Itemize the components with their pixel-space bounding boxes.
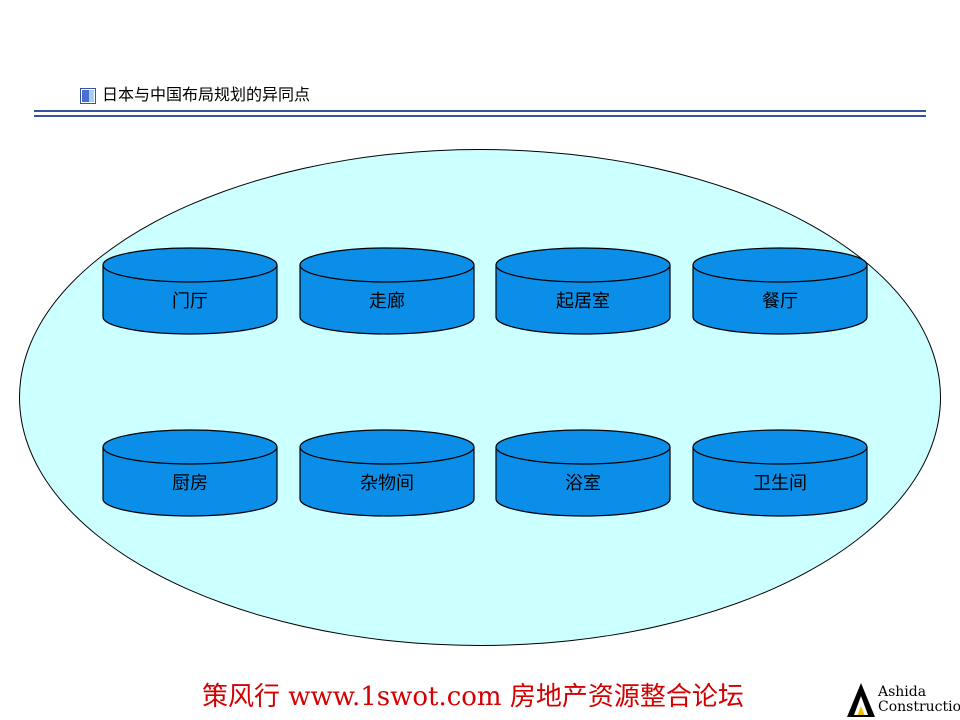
room-label: 厨房 xyxy=(172,473,208,494)
room-label: 走廊 xyxy=(369,291,405,312)
footer-banner: 策风行 www.1swot.com 房地产资源整合论坛 xyxy=(202,682,744,712)
cylinder-shape xyxy=(299,429,475,517)
cylinder-shape xyxy=(692,429,868,517)
layout-ellipse xyxy=(19,149,941,646)
room-label: 卫生间 xyxy=(753,473,807,494)
room-label: 杂物间 xyxy=(360,473,414,494)
logo-text-line2: Construction xyxy=(878,699,960,715)
cylinder-shape xyxy=(299,247,475,335)
room-label: 餐厅 xyxy=(762,291,798,312)
room-cylinder: 餐厅 xyxy=(692,247,868,335)
room-cylinder: 走廊 xyxy=(299,247,475,335)
room-label: 门厅 xyxy=(172,291,208,312)
room-cylinder: 门厅 xyxy=(102,247,278,335)
ashida-logo: Ashida Construction xyxy=(846,682,960,718)
room-label: 浴室 xyxy=(565,473,601,494)
logo-text-line1: Ashida xyxy=(878,684,927,700)
cylinder-shape xyxy=(692,247,868,335)
cylinder-shape xyxy=(102,247,278,335)
page-title: 日本与中国布局规划的异同点 xyxy=(102,85,311,104)
header-rule-top xyxy=(34,110,926,112)
bullet-square-icon xyxy=(80,88,96,104)
room-label: 起居室 xyxy=(556,291,610,312)
room-cylinder: 杂物间 xyxy=(299,429,475,517)
room-cylinder: 厨房 xyxy=(102,429,278,517)
cylinder-shape xyxy=(495,247,671,335)
cylinder-shape xyxy=(495,429,671,517)
room-cylinder: 卫生间 xyxy=(692,429,868,517)
header-rule-bottom xyxy=(34,115,926,117)
room-cylinder: 起居室 xyxy=(495,247,671,335)
ashida-logo-icon xyxy=(847,683,875,717)
cylinder-shape xyxy=(102,429,278,517)
room-cylinder: 浴室 xyxy=(495,429,671,517)
